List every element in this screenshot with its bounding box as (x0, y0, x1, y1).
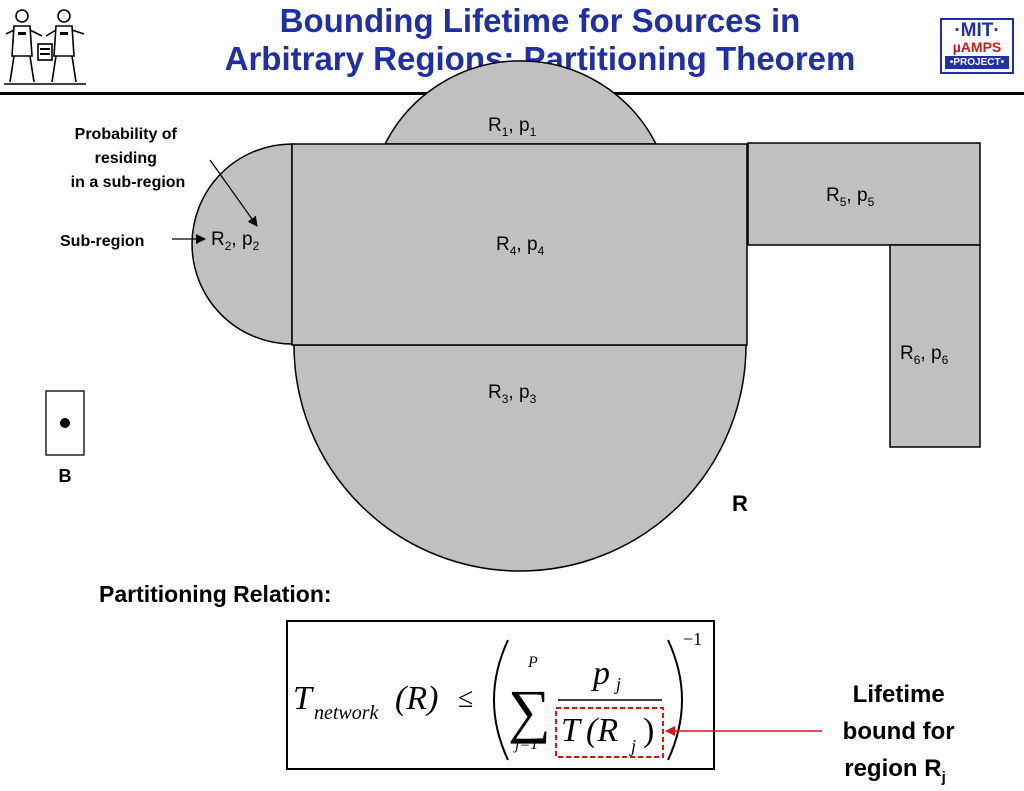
formula: T network (R) ≤ −1 P ∑ j=1 p j T (R j ) (293, 629, 702, 761)
formula-box (286, 620, 715, 770)
region-r1-shape (383, 60, 658, 145)
region-r2-shape (191, 143, 293, 345)
region-r-label: R (732, 491, 748, 516)
callout-text: Lifetime bound for region Rj (843, 681, 962, 786)
region-r2-label: R2, p2 (211, 229, 260, 253)
formula-leq: ≤ (458, 683, 473, 714)
title-line-1: Bounding Lifetime for Sources in (279, 2, 801, 39)
region-r4-shape (291, 143, 748, 346)
region-r6-label: R6, p6 (900, 343, 949, 367)
logo-line-2: µAMPS (952, 39, 1002, 55)
formula-num-p: p (591, 655, 610, 692)
region-r1-label: R1, p1 (488, 115, 537, 139)
relation-heading: Partitioning Relation: (99, 581, 332, 607)
formula-den-close: ) (643, 712, 654, 749)
formula-sigma: ∑ (508, 678, 551, 744)
basestation-dot (60, 418, 70, 428)
formula-network: network (314, 702, 380, 724)
formula-den-j: j (629, 736, 636, 756)
probability-annotation: Probability of residing in a sub-region (71, 126, 186, 191)
subregion-annotation: Sub-region (60, 233, 144, 250)
formula-left-paren (493, 639, 509, 761)
logo-line-1: ·MIT· (954, 20, 1000, 41)
formula-sum-upper: P (527, 654, 538, 671)
basestation-label: B (59, 466, 72, 486)
formula-R-arg: (R) (395, 680, 438, 717)
formula-num-j: j (614, 674, 621, 694)
probability-arrow (209, 159, 258, 227)
region-r3-label: R3, p3 (488, 382, 537, 406)
formula-sum-lower: j=1 (513, 736, 538, 753)
highlight-box (555, 707, 664, 758)
mit-uamps-logo: ·MIT· µAMPS •PROJECT• (940, 18, 1014, 74)
region-r3-shape (293, 344, 747, 572)
logo-line-3: •PROJECT• (945, 56, 1009, 69)
region-r4-label: R4, p4 (496, 234, 545, 258)
formula-den-T: T (561, 712, 582, 749)
region-r5-label: R5, p5 (826, 185, 875, 209)
formula-right-paren (667, 639, 683, 761)
formula-T: T (293, 680, 314, 717)
formula-den-open: (R (586, 712, 618, 749)
region-r5-shape (747, 142, 981, 246)
mit-seal-logo (2, 4, 88, 93)
region-r6-shape (889, 244, 981, 448)
formula-exponent: −1 (683, 629, 702, 649)
slide-title: Bounding Lifetime for Sources in Arbitra… (100, 2, 980, 78)
